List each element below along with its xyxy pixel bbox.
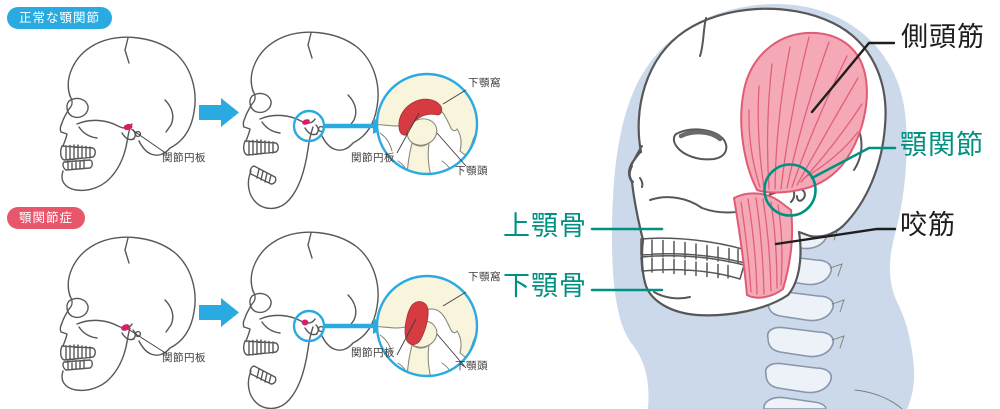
arrow-right-icon: [199, 298, 239, 327]
fossa-label-disorder: 下顎窩: [468, 271, 501, 283]
masseter-muscle: [733, 192, 794, 299]
maxilla-label: 上顎骨: [503, 211, 587, 241]
fossa-label-normal: 下顎窩: [468, 77, 501, 89]
disc-dot-disorder: [121, 324, 130, 331]
skull-closed-normal: [59, 36, 196, 192]
articular-disc-normal: [398, 98, 443, 136]
arrow-right-icon: [199, 98, 239, 127]
zoom-callout-lines-normal: [396, 89, 467, 167]
articular-disc-displaced: [404, 301, 429, 345]
disc-callout-line-normal: [130, 128, 168, 155]
tmj-circle: [763, 163, 817, 217]
skull-closed-disorder: [59, 236, 196, 392]
masseter-label: 咬筋: [900, 210, 956, 240]
tmj-leader-line: [810, 146, 897, 180]
panel-normal-drawing: [59, 31, 486, 210]
tmj-highlight-circle-disorder: [292, 309, 326, 343]
temporalis-muscle: [740, 31, 868, 194]
disc-label-normal: 関節円板: [162, 152, 206, 164]
skull-open-disorder: [242, 231, 379, 409]
normal-tmj-badge: 正常な顎関節: [7, 7, 113, 30]
disc-dot-open-disorder: [301, 319, 309, 326]
mandible-label: 下顎骨: [503, 271, 587, 301]
condyle-label-normal: 下顎頭: [455, 165, 488, 177]
disc-dot-normal: [123, 123, 133, 131]
head-illustration: [590, 4, 915, 409]
disc-callout-line-disorder: [127, 328, 168, 355]
masseter-leader-line: [774, 227, 897, 246]
joint-zoom-normal: [368, 68, 486, 181]
tmj-disorder-badge: 顎関節症: [7, 207, 86, 230]
masseter-fibers: [740, 197, 783, 295]
skull-open-normal: [242, 31, 379, 210]
zoom-disc-label-normal: 関節円板: [351, 152, 395, 164]
tmj-highlight-circle-normal: [292, 109, 326, 143]
panel-disorder-drawing: [59, 231, 486, 409]
temporalis-label: 側頭筋: [901, 22, 985, 52]
tmj-label: 顎関節: [900, 130, 984, 160]
temporalis-fibers: [748, 36, 863, 190]
disc-label-disorder: 関節円板: [162, 352, 206, 364]
joint-zoom-disorder: [368, 270, 486, 383]
disc-dot-open-normal: [302, 119, 310, 125]
temporalis-leader-line: [810, 41, 896, 114]
condyle-label-disorder: 下顎頭: [455, 360, 488, 372]
zoom-disc-label-disorder: 関節円板: [351, 347, 395, 359]
zoom-callout-lines-disorder: [396, 291, 467, 369]
